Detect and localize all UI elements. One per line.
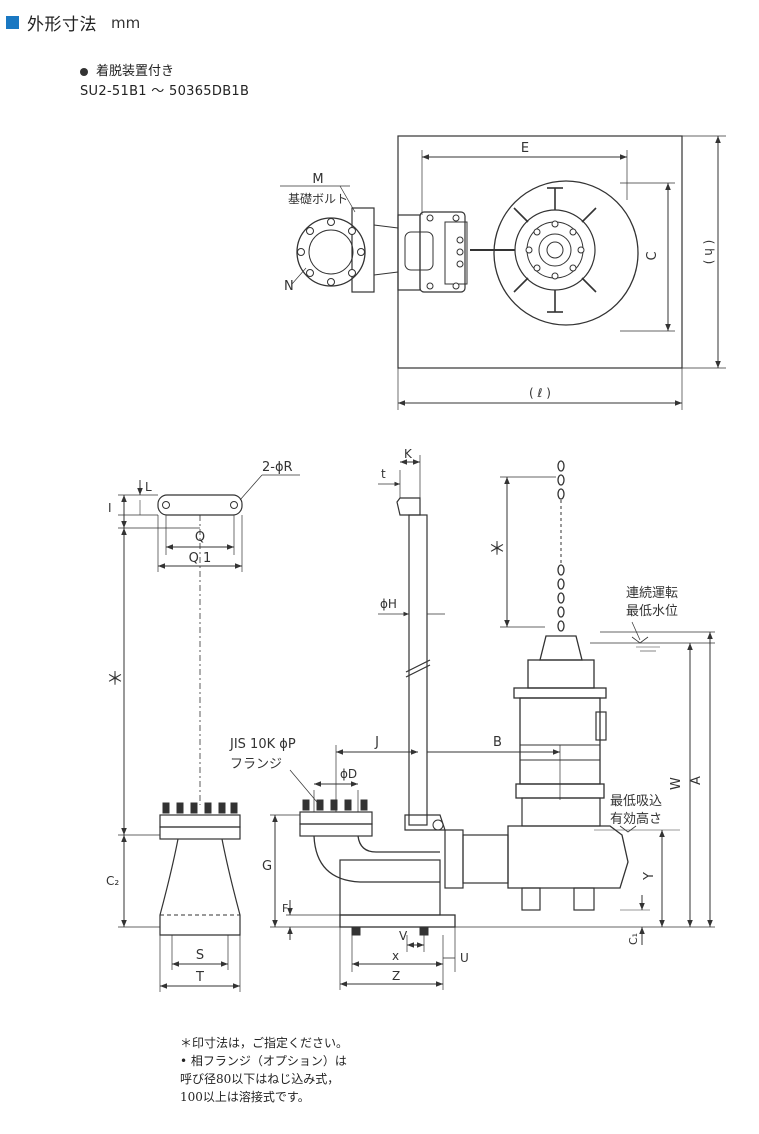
label-k: K	[404, 447, 413, 461]
label-s: S	[196, 948, 204, 963]
label-jis: JIS 10K ϕP	[229, 737, 296, 752]
label-x: x	[392, 949, 399, 963]
variant-title: 着脱装置付き	[80, 60, 174, 79]
label-h: ( h )	[702, 240, 716, 265]
label-c2: C₂	[106, 874, 119, 888]
label-t: T	[195, 970, 204, 985]
plan-view: E C ( h ) ( ℓ )	[280, 135, 726, 410]
note-4: 100以上は溶接式です。	[180, 1090, 310, 1104]
label-l: ( ℓ )	[529, 386, 551, 400]
note-3: 呼び径80以下はねじ込み式，	[180, 1072, 340, 1086]
label-c: C	[645, 251, 660, 260]
variant-name: 着脱装置付き	[96, 64, 175, 79]
note-2: • 相フランジ（オプション）は	[180, 1054, 347, 1068]
guide-pipe-view: K t ϕH JIS 10K ϕP フランジ ϕD J	[229, 447, 469, 990]
label-anchor-bolt: 基礎ボルト	[288, 192, 348, 206]
page-header: 外形寸法 mm	[6, 10, 140, 35]
pit-outline	[397, 135, 683, 369]
label-z: Z	[392, 969, 400, 983]
label-c1: C₁	[627, 933, 640, 945]
pump-side-view: ＊ B 連続運転 最低水位 W A 最低吸込 有効高さ	[427, 460, 715, 945]
note-1: ＊印寸法は，ご指定ください。	[180, 1036, 349, 1050]
label-star-left: ＊	[106, 669, 124, 690]
label-w: W	[669, 777, 684, 790]
label-suction-1: 最低吸込	[610, 794, 662, 809]
label-t-small: t	[381, 467, 386, 481]
label-j: J	[374, 735, 379, 750]
label-m: M	[312, 172, 323, 187]
label-continuous-2: 最低水位	[626, 604, 678, 619]
guide-pipe	[408, 514, 428, 826]
model-range: SU2-51B1 ～ 50365DB1B	[80, 84, 250, 99]
label-suction-2: 有効高さ	[610, 811, 662, 827]
label-continuous-1: 連続運転	[626, 586, 678, 601]
page-title: 外形寸法	[27, 15, 97, 35]
label-u: U	[460, 951, 469, 965]
label-f: F	[282, 902, 288, 915]
base-side-view: L I 2-ϕR Q Q 1 ＊ C₂ S T	[106, 460, 300, 992]
label-n: N	[284, 279, 294, 294]
label-b: B	[493, 735, 502, 750]
label-q1: Q 1	[189, 551, 212, 566]
label-phi-h: ϕH	[380, 597, 397, 611]
label-I: I	[108, 501, 112, 515]
notes: ＊印寸法は，ご指定ください。 • 相フランジ（オプション）は 呼び径80以下はね…	[180, 1034, 348, 1106]
label-a: A	[689, 776, 704, 785]
unit-label: mm	[111, 13, 141, 32]
guide-bracket	[157, 494, 243, 516]
bullet-icon	[80, 67, 88, 76]
label-L: L	[145, 480, 152, 494]
pump-plan	[470, 180, 639, 326]
guide-assembly-plan	[397, 211, 468, 293]
label-y: Y	[642, 872, 657, 881]
base-flange-plan	[296, 207, 399, 293]
label-g: G	[262, 859, 272, 874]
label-phi-d: ϕD	[340, 767, 357, 781]
label-e: E	[521, 141, 529, 156]
label-q: Q	[195, 530, 205, 545]
label-flange: フランジ	[230, 757, 282, 772]
label-star-right: ＊	[488, 539, 506, 560]
label-2-phi-r: 2-ϕR	[262, 460, 293, 475]
label-v: V	[399, 929, 408, 943]
header-square-icon	[6, 16, 19, 29]
